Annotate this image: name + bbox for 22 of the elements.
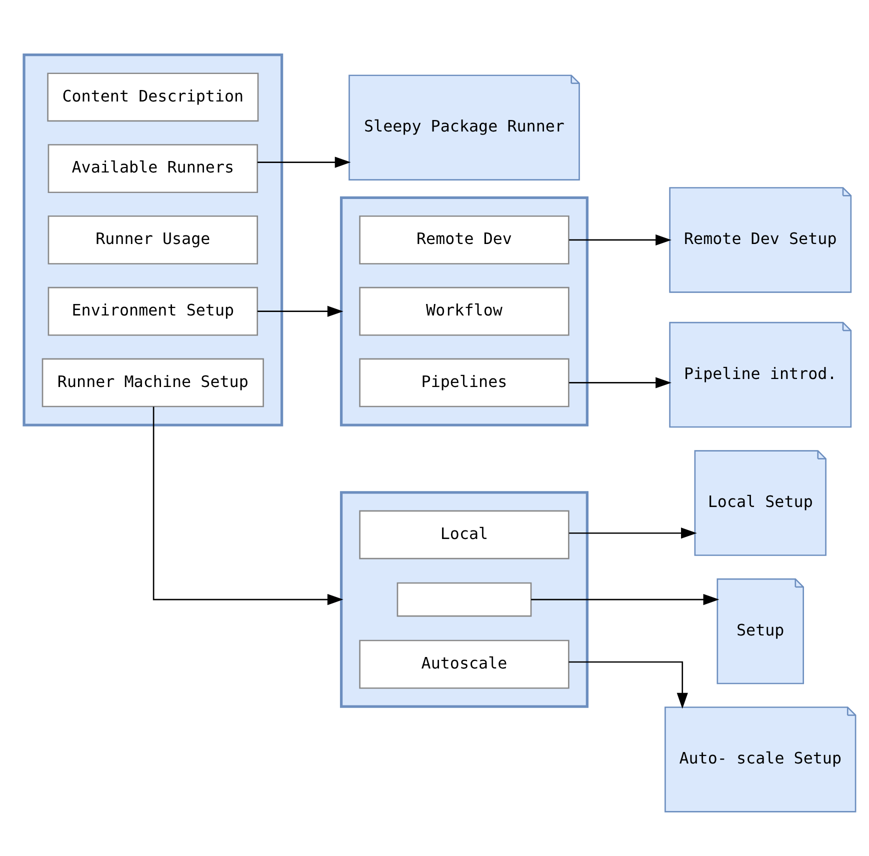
node-box: Pipelines bbox=[359, 358, 570, 408]
node-box: Available Runners bbox=[48, 144, 258, 194]
node-box bbox=[396, 582, 532, 617]
node-box: Environment Setup bbox=[48, 286, 258, 336]
arrow bbox=[569, 528, 697, 539]
node-box: Remote Dev bbox=[359, 216, 570, 264]
node-box: Local bbox=[359, 510, 570, 560]
cluster bbox=[340, 196, 589, 426]
arrow bbox=[257, 156, 351, 168]
arrow bbox=[152, 406, 344, 606]
node-box: Runner Usage bbox=[48, 216, 258, 264]
arrow bbox=[568, 661, 688, 709]
arrow bbox=[531, 594, 720, 606]
cluster bbox=[22, 54, 284, 426]
node-box: Workflow bbox=[359, 286, 570, 336]
node-box: Runner Machine Setup bbox=[42, 358, 264, 408]
arrow bbox=[569, 377, 672, 388]
node-box: Content Description bbox=[47, 72, 259, 122]
arrow bbox=[257, 306, 344, 317]
node-box: Autoscale bbox=[359, 640, 570, 689]
arrow bbox=[569, 234, 672, 246]
cluster bbox=[340, 491, 589, 708]
